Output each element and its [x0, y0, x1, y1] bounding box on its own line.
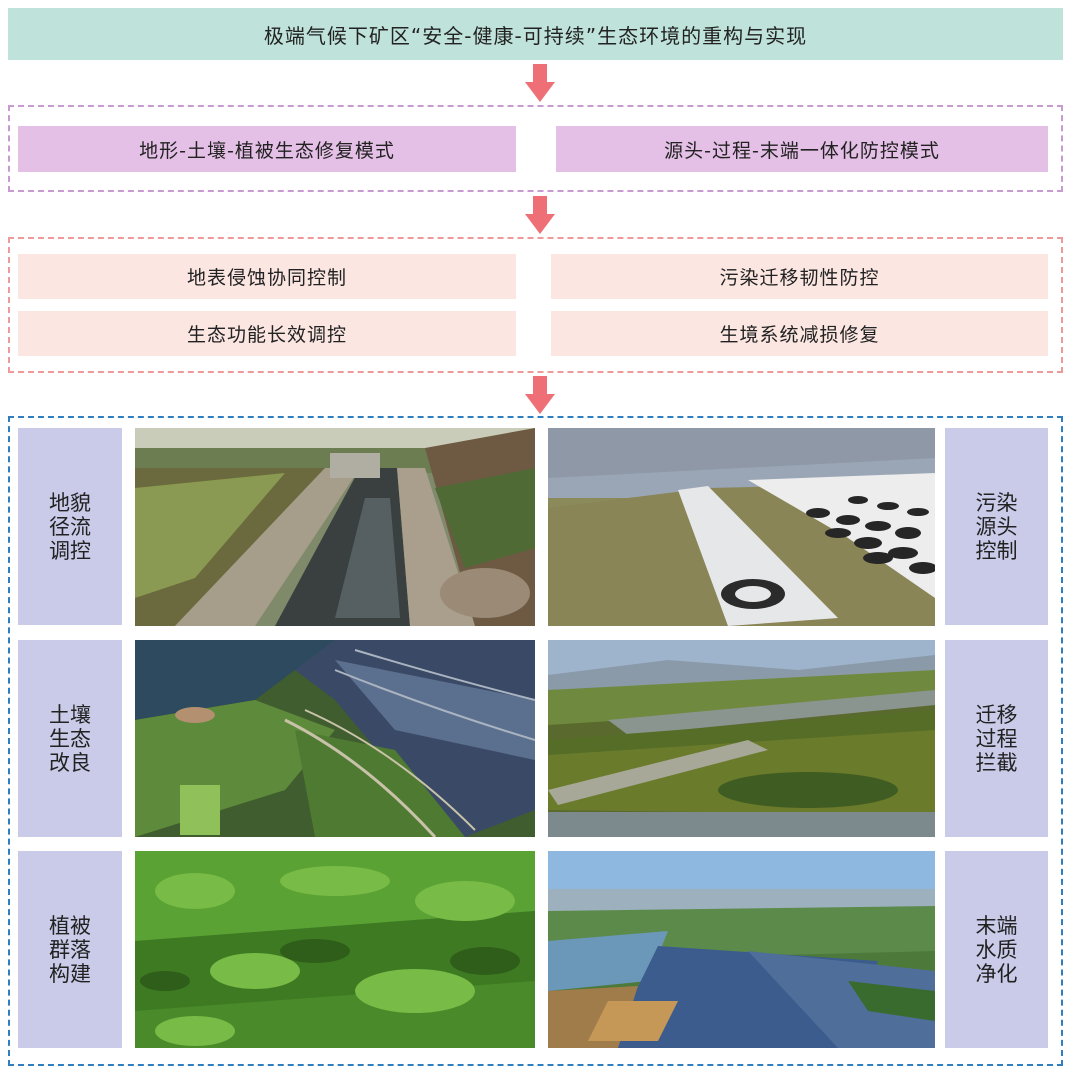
measure-text: 末端水质净化 — [975, 913, 1018, 986]
mode-left: 地形-土壤-植被生态修复模式 — [18, 126, 516, 172]
strategy-pollution: 污染迁移韧性防控 — [551, 254, 1048, 299]
measure-text: 地貌径流调控 — [49, 490, 91, 563]
terraced-mine-aerial-photo — [135, 640, 535, 837]
modes-container — [8, 105, 1063, 192]
down-arrow-icon — [525, 196, 555, 234]
mode-right: 源头-过程-末端一体化防控模式 — [556, 126, 1048, 172]
measure-label-source: 污染源头控制 — [945, 428, 1048, 625]
measure-label-terminal: 末端水质净化 — [945, 851, 1048, 1048]
down-arrow-icon — [525, 376, 555, 414]
strategies-container — [8, 237, 1063, 373]
settling-pond-photo — [548, 640, 935, 837]
tire-geomembrane-photo — [548, 428, 935, 626]
down-arrow-icon — [525, 64, 555, 102]
strategy-erosion: 地表侵蚀协同控制 — [18, 254, 516, 299]
vegetated-slope-photo — [135, 851, 535, 1048]
strategy-habitat: 生境系统减损修复 — [551, 311, 1048, 356]
strategy-ecofunction: 生态功能长效调控 — [18, 311, 516, 356]
measure-text: 迁移过程拦截 — [975, 702, 1018, 775]
measure-label-vegetation: 植被群落构建 — [18, 851, 122, 1048]
measure-label-landform: 地貌径流调控 — [18, 428, 122, 625]
drainage-channel-photo — [135, 428, 535, 626]
measure-label-process: 迁移过程拦截 — [945, 640, 1048, 837]
measure-text: 污染源头控制 — [975, 490, 1018, 563]
solar-farm-aerial-photo — [548, 851, 935, 1048]
measure-label-soil: 土壤生态改良 — [18, 640, 122, 837]
page-title: 极端气候下矿区“安全-健康-可持续”生态环境的重构与实现 — [8, 8, 1063, 60]
measure-text: 植被群落构建 — [49, 913, 91, 986]
measure-text: 土壤生态改良 — [49, 702, 91, 775]
